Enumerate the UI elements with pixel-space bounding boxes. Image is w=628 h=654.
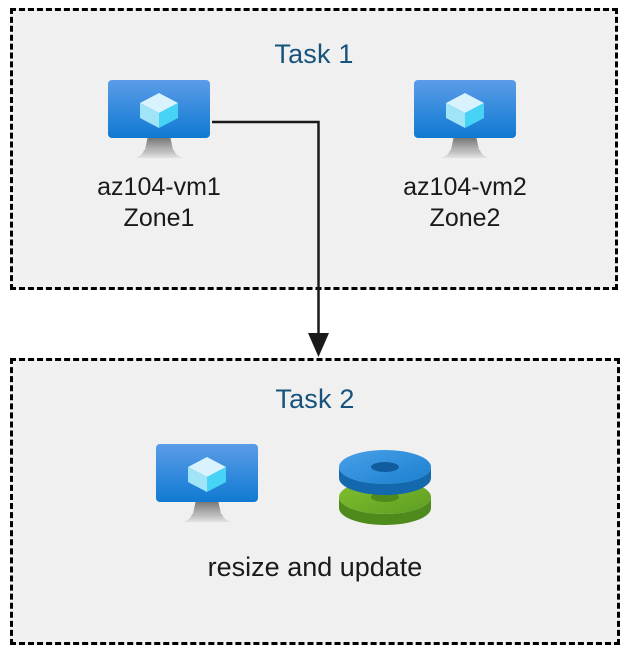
node-az104-vm2-label-name: az104-vm2 [403, 173, 527, 201]
node-az104-vm1-label-name: az104-vm1 [97, 173, 221, 201]
task-2-title: Task 2 [275, 384, 355, 414]
azure-managed-disks-icon [339, 450, 431, 525]
task-2-vm-node [152, 442, 262, 526]
task-1-title: Task 1 [274, 39, 354, 69]
node-az104-vm1-label-zone: Zone1 [123, 204, 195, 232]
task-2-caption: resize and update [207, 552, 423, 582]
node-az104-vm2: az104-vm2 Zone2 [380, 78, 550, 234]
azure-virtual-machine-icon [108, 80, 210, 158]
node-az104-vm2-label-zone: Zone2 [429, 204, 501, 232]
azure-virtual-machine-icon [414, 80, 516, 158]
task-2-disks-node [336, 444, 436, 528]
node-az104-vm1: az104-vm1 Zone1 [74, 78, 244, 234]
task-2-container: Task 2 [10, 358, 620, 645]
azure-virtual-machine-icon [156, 444, 258, 522]
connector-arrowhead [308, 333, 329, 357]
task-2-caption-wrapper: resize and update [10, 552, 620, 583]
